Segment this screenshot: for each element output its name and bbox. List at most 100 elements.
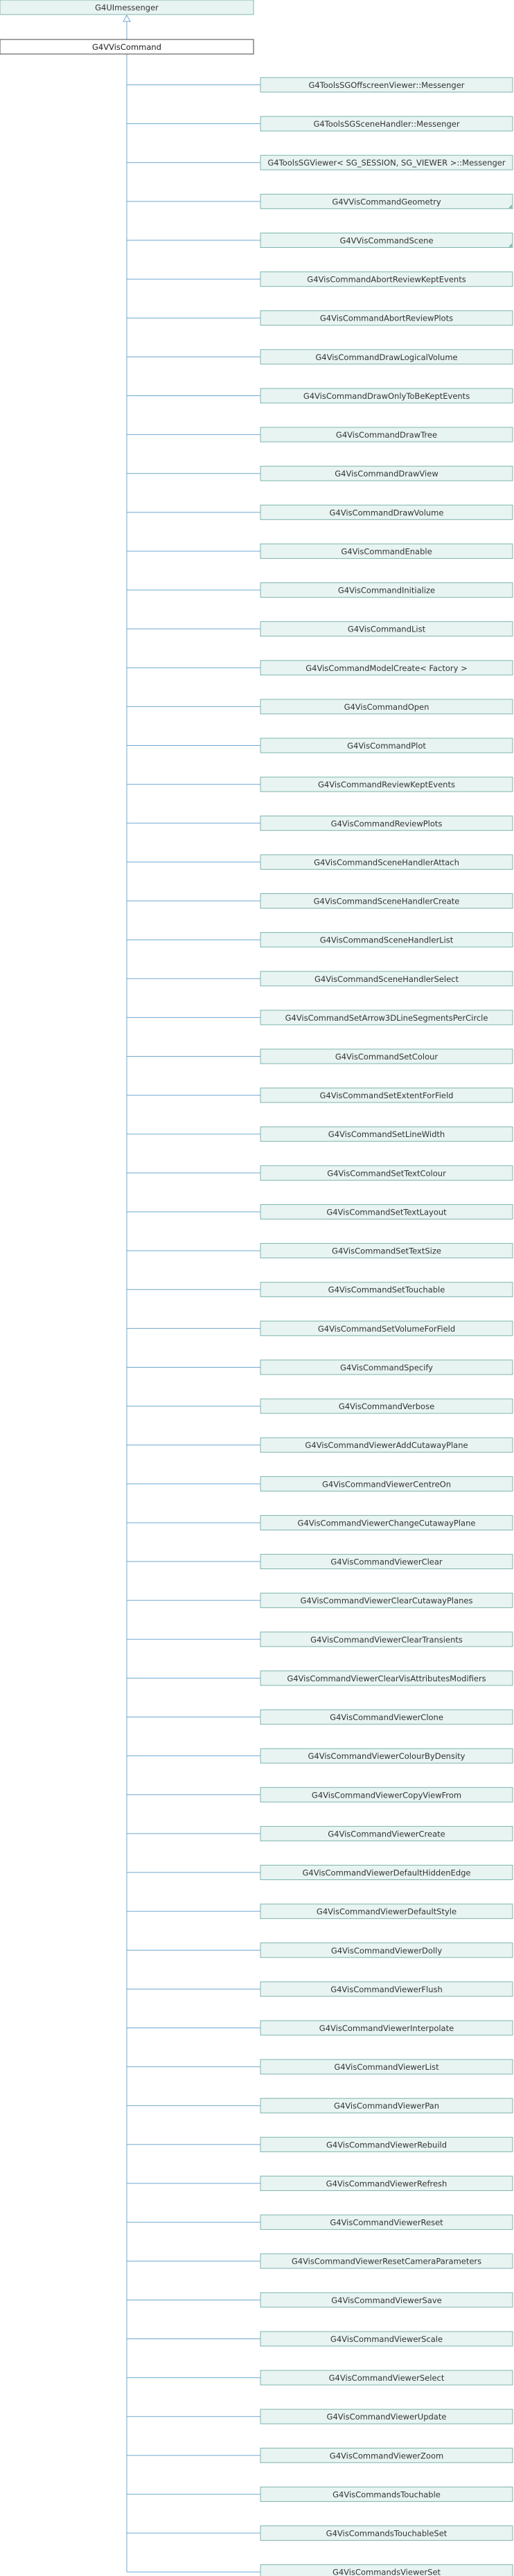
derived-class-node[interactable]: G4VisCommandSceneHandlerSelect — [260, 971, 513, 987]
derived-class-box — [260, 388, 513, 404]
derived-class-box — [260, 1010, 513, 1026]
derived-class-node[interactable]: G4VisCommandsTouchable — [260, 2486, 513, 2502]
derived-class-label: G4VisCommandViewerColourByDensity — [308, 1751, 466, 1761]
derived-class-node[interactable]: G4VisCommandSetTouchable — [260, 1282, 513, 1298]
derived-class-node[interactable]: G4VisCommandAbortReviewKeptEvents — [260, 271, 513, 287]
derived-class-node[interactable]: G4VisCommandViewerCreate — [260, 1825, 513, 1841]
derived-class-box — [260, 2447, 513, 2463]
derived-class-node[interactable]: G4VisCommandViewerResetCameraParameters — [260, 2253, 513, 2269]
derived-class-node[interactable]: G4VisCommandSceneHandlerAttach — [260, 854, 513, 870]
derived-class-node[interactable]: G4VisCommandViewerPan — [260, 2098, 513, 2113]
derived-class-node[interactable]: G4VisCommandSceneHandlerList — [260, 932, 513, 948]
derived-class-box — [260, 1554, 513, 1570]
derived-class-box — [260, 2098, 513, 2113]
derived-class-node[interactable]: G4VisCommandDrawTree — [260, 427, 513, 442]
derived-class-node[interactable]: G4ToolsSGOffscreenViewer::Messenger — [260, 77, 513, 93]
derived-class-node[interactable]: G4VisCommandSetExtentForField — [260, 1087, 513, 1103]
derived-class-node[interactable]: G4VisCommandViewerSelect — [260, 2370, 513, 2386]
derived-class-node[interactable]: G4VisCommandViewerClear — [260, 1554, 513, 1570]
derived-class-node[interactable]: G4ToolsSGViewer< SG_SESSION, SG_VIEWER >… — [260, 154, 513, 170]
derived-class-box — [260, 271, 513, 287]
derived-class-label: G4VisCommandSetColour — [335, 1052, 438, 1062]
derived-class-node[interactable]: G4VisCommandModelCreate< Factory > — [260, 660, 513, 676]
derived-class-node[interactable]: G4VisCommandViewerFlush — [260, 1981, 513, 1997]
derived-class-node[interactable]: G4VisCommandDrawLogicalVolume — [260, 349, 513, 365]
derived-class-node[interactable]: G4VisCommandViewerReset — [260, 2215, 513, 2230]
derived-class-node[interactable]: G4VisCommandViewerDefaultStyle — [260, 1904, 513, 1920]
derived-class-node[interactable]: G4VisCommandViewerSave — [260, 2292, 513, 2308]
derived-class-label: G4VisCommandViewerRefresh — [326, 2179, 447, 2188]
derived-class-box — [260, 1787, 513, 1803]
derived-class-box — [260, 582, 513, 598]
derived-class-label: G4VisCommandSetTextSize — [332, 1246, 441, 1256]
derived-class-node[interactable]: G4VisCommandPlot — [260, 737, 513, 753]
derived-class-node[interactable]: G4ToolsSGSceneHandler::Messenger — [260, 116, 513, 132]
derived-class-node[interactable]: G4VisCommandEnable — [260, 543, 513, 559]
derived-class-node[interactable]: G4VisCommandViewerZoom — [260, 2447, 513, 2463]
derived-class-node[interactable]: G4VisCommandViewerDolly — [260, 1942, 513, 1958]
derived-class-box — [260, 1126, 513, 1142]
derived-class-label: G4VisCommandViewerList — [334, 2062, 439, 2072]
derived-class-node[interactable]: G4VisCommandList — [260, 621, 513, 637]
derived-class-label: G4VisCommandAbortReviewKeptEvents — [307, 275, 466, 285]
derived-class-node[interactable]: G4VisCommandViewerScale — [260, 2331, 513, 2347]
derived-class-node[interactable]: G4VisCommandViewerAddCutawayPlane — [260, 1437, 513, 1453]
derived-class-node[interactable]: G4VisCommandDrawOnlyToBeKeptEvents — [260, 388, 513, 404]
derived-class-node[interactable]: G4VisCommandViewerInterpolate — [260, 2020, 513, 2036]
derived-class-node[interactable]: G4VisCommandVerbose — [260, 1398, 513, 1414]
derived-class-node[interactable]: G4VisCommandSceneHandlerCreate — [260, 893, 513, 909]
derived-class-node[interactable]: G4VisCommandAbortReviewPlots — [260, 310, 513, 326]
derived-class-label: G4VisCommandSetExtentForField — [320, 1091, 454, 1100]
derived-class-node[interactable]: G4VisCommandViewerRefresh — [260, 2175, 513, 2191]
derived-class-node[interactable]: G4VisCommandViewerClone — [260, 1709, 513, 1725]
derived-class-node[interactable]: G4VisCommandViewerClearCutawayPlanes — [260, 1593, 513, 1609]
derived-class-label: G4VisCommandViewerZoom — [330, 2451, 443, 2460]
derived-class-box — [260, 1709, 513, 1725]
derived-class-box — [260, 1437, 513, 1453]
derived-class-label: G4VisCommandViewerRebuild — [326, 2140, 447, 2149]
derived-class-node[interactable]: G4VisCommandReviewKeptEvents — [260, 776, 513, 792]
derived-class-box — [260, 1398, 513, 1414]
derived-class-node[interactable]: G4VisCommandSetTextColour — [260, 1165, 513, 1181]
derived-class-label: G4VisCommandViewerReset — [330, 2218, 443, 2228]
derived-class-node[interactable]: G4VisCommandsViewerSet — [260, 2564, 513, 2576]
derived-class-node[interactable]: G4VisCommandViewerList — [260, 2059, 513, 2075]
derived-class-node[interactable]: G4VisCommandSetTextLayout — [260, 1204, 513, 1219]
derived-class-node[interactable]: G4VisCommandDrawView — [260, 465, 513, 481]
derived-class-node[interactable]: G4VisCommandSetArrow3DLineSegmentsPerCir… — [260, 1010, 513, 1026]
derived-class-node[interactable]: G4VisCommandSetLineWidth — [260, 1126, 513, 1142]
derived-class-node[interactable]: G4VisCommandSetTextSize — [260, 1243, 513, 1259]
base-class-node[interactable]: G4UImessenger — [0, 0, 254, 15]
derived-class-node[interactable]: G4VisCommandReviewPlots — [260, 815, 513, 831]
derived-class-label: G4VisCommandVerbose — [339, 1402, 434, 1411]
derived-class-node[interactable]: G4VisCommandViewerUpdate — [260, 2408, 513, 2424]
derived-class-node[interactable]: G4VisCommandViewerCentreOn — [260, 1476, 513, 1492]
derived-class-box — [260, 2370, 513, 2386]
derived-class-box — [260, 1825, 513, 1841]
derived-class-node[interactable]: G4VisCommandSpecify — [260, 1359, 513, 1375]
derived-class-node[interactable]: G4VisCommandViewerRebuild — [260, 2136, 513, 2152]
derived-class-node[interactable]: G4VisCommandSetColour — [260, 1048, 513, 1064]
derived-class-box — [260, 2059, 513, 2075]
derived-class-node[interactable]: G4VisCommandInitialize — [260, 582, 513, 598]
derived-class-node[interactable]: G4VisCommandViewerClearVisAttributesModi… — [260, 1670, 513, 1686]
derived-class-node[interactable]: G4VisCommandDrawVolume — [260, 504, 513, 520]
collapsed-subclasses-marker-icon — [508, 243, 512, 247]
derived-class-node[interactable]: G4VisCommandViewerChangeCutawayPlane — [260, 1514, 513, 1530]
derived-class-node[interactable]: G4VVisCommandScene — [260, 232, 513, 248]
derived-class-node[interactable]: G4VisCommandsTouchableSet — [260, 2525, 513, 2541]
derived-class-node[interactable]: G4VisCommandViewerCopyViewFrom — [260, 1787, 513, 1803]
derived-class-node[interactable]: G4VisCommandViewerClearTransients — [260, 1631, 513, 1647]
derived-class-label: G4VisCommandDrawTree — [336, 430, 437, 440]
derived-class-node[interactable]: G4VisCommandViewerColourByDensity — [260, 1748, 513, 1764]
base-class-label: G4UImessenger — [95, 3, 159, 12]
derived-class-label: G4VisCommandList — [348, 625, 426, 634]
derived-class-label: G4VisCommandsTouchable — [333, 2489, 441, 2499]
derived-class-node[interactable]: G4VisCommandSetVolumeForField — [260, 1321, 513, 1336]
derived-class-node[interactable]: G4VVisCommandGeometry — [260, 193, 513, 209]
derived-class-label: G4VisCommandViewerFlush — [330, 1985, 443, 1994]
derived-class-node[interactable]: G4VisCommandOpen — [260, 699, 513, 715]
derived-class-node[interactable]: G4VisCommandViewerDefaultHiddenEdge — [260, 1865, 513, 1881]
derived-class-box — [260, 1087, 513, 1103]
derived-class-label: G4VisCommandViewerSelect — [329, 2373, 445, 2383]
